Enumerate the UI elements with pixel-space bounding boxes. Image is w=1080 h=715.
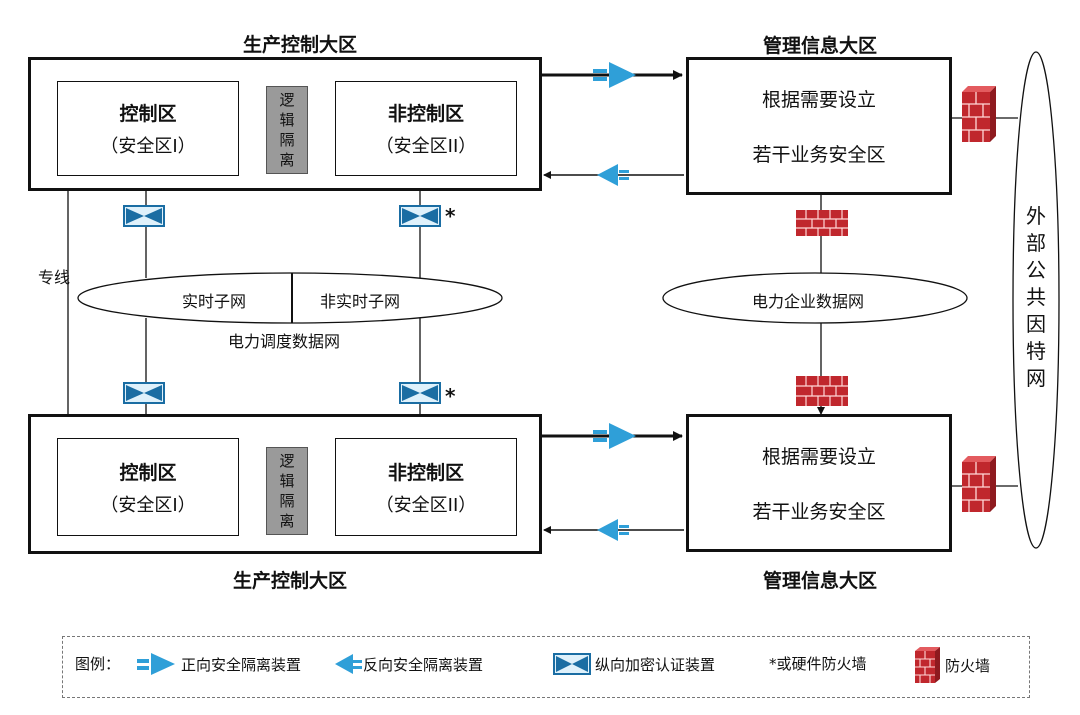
internet-char: 网: [1026, 366, 1046, 390]
internet-ellipse: [1012, 51, 1060, 549]
control-zone-sub: （安全区I）: [100, 136, 196, 157]
firewall-mgmt-top: [796, 210, 848, 236]
legend-title: 图例：: [75, 655, 121, 673]
bottom-production-region-title: 生产控制大区: [232, 570, 347, 592]
isolation-char: 辑: [279, 472, 295, 490]
top-management-region-title: 管理信息大区: [762, 35, 877, 57]
encryption-device-icon: [553, 653, 591, 675]
isolation-char: 逻: [279, 91, 295, 109]
dispatch-network-label: 电力调度数据网: [228, 332, 341, 351]
noncontrol-zone-sub: （安全区II）: [375, 136, 477, 157]
bottom-production-region: 控制区 （安全区I） 逻 辑 隔 离 非控制区 （安全区II）: [28, 414, 542, 554]
isolation-char: 离: [279, 151, 295, 169]
top-production-region-title: 生产控制大区: [242, 34, 357, 56]
isolation-char: 隔: [279, 131, 295, 149]
bottom-management-region-title: 管理信息大区: [762, 570, 877, 592]
internet-char: 特: [1026, 339, 1046, 363]
top-noncontrol-zone: 非控制区 （安全区II）: [335, 81, 517, 176]
noncontrol-zone-name: 非控制区: [387, 103, 464, 125]
firewall-bottom-right: [962, 456, 996, 512]
forward-isolation-device-bottom: [593, 423, 636, 449]
encryption-device-nonctrl-bottom: [399, 382, 441, 404]
top-production-region: 控制区 （安全区I） 逻 辑 隔 离 非控制区 （安全区II）: [28, 57, 542, 191]
encryption-device-nonctrl-top: [399, 205, 441, 227]
internet-label: 外 部 公 共 因 特 网: [1023, 203, 1049, 392]
internet-char: 部: [1026, 231, 1046, 255]
legend-forward-label: 正向安全隔离装置: [181, 655, 302, 674]
realtime-subnet-label: 实时子网: [182, 292, 247, 311]
mgmt-line1: 根据需要设立: [761, 446, 876, 468]
legend-firewall: 防火墙: [913, 645, 990, 685]
firewall-mgmt-bottom: [796, 376, 848, 406]
hardware-firewall-asterisk-bottom: *: [445, 384, 456, 408]
enterprise-network-label: 电力企业数据网: [752, 292, 865, 311]
mgmt-line1: 根据需要设立: [761, 89, 876, 111]
firewall-icon: [915, 647, 940, 683]
top-logical-isolation: 逻 辑 隔 离: [266, 86, 308, 174]
legend-forward: 正向安全隔离装置: [135, 653, 301, 675]
reverse-isolation-icon: [335, 654, 362, 674]
legend-reverse: 反向安全隔离装置: [333, 653, 483, 675]
encryption-device-ctrl-bottom: [123, 382, 165, 404]
control-zone-sub: （安全区I）: [100, 494, 196, 516]
noncontrol-zone-name: 非控制区: [387, 461, 464, 484]
mgmt-line2: 若干业务安全区: [752, 144, 886, 166]
legend-firewall-label: 防火墙: [945, 656, 991, 675]
isolation-char: 辑: [279, 111, 295, 129]
forward-isolation-device-top: [593, 62, 636, 88]
bottom-logical-isolation: 逻 辑 隔 离: [266, 447, 308, 535]
legend-encrypt: 纵向加密认证装置: [553, 653, 715, 675]
reverse-isolation-device-bottom: [597, 519, 629, 541]
isolation-char: 离: [279, 512, 295, 530]
isolation-char: 逻: [279, 452, 295, 470]
internet-char: 共: [1026, 285, 1046, 309]
forward-isolation-icon: [137, 653, 175, 675]
nonrealtime-subnet-label: 非实时子网: [320, 292, 401, 311]
isolation-char: 隔: [279, 492, 295, 510]
firewall-top-right: [962, 86, 996, 142]
internet-char: 公: [1026, 258, 1046, 282]
encryption-device-ctrl-top: [123, 205, 165, 227]
legend-hardware-fw: *或硬件防火墙: [769, 655, 867, 673]
control-zone-name: 控制区: [119, 461, 177, 484]
internet-char: 外: [1026, 204, 1046, 228]
legend-encrypt-label: 纵向加密认证装置: [595, 655, 716, 674]
control-zone-name: 控制区: [119, 103, 177, 125]
legend: 图例： 正向安全隔离装置 反向安全隔离装置 纵向加密认证装置 *或硬: [62, 636, 1030, 698]
bottom-control-zone: 控制区 （安全区I）: [57, 438, 239, 536]
reverse-isolation-device-top: [597, 164, 629, 186]
internet-char: 因: [1026, 312, 1046, 336]
dedicated-line-label: 专线: [38, 268, 71, 287]
bottom-management-region: 根据需要设立 若干业务安全区: [686, 414, 952, 552]
top-management-region: 根据需要设立 若干业务安全区: [686, 57, 952, 195]
noncontrol-zone-sub: （安全区II）: [375, 494, 477, 516]
legend-reverse-label: 反向安全隔离装置: [363, 655, 484, 674]
mgmt-line2: 若干业务安全区: [752, 501, 886, 523]
hardware-firewall-asterisk-top: *: [445, 204, 456, 228]
dispatch-network-ellipse: [77, 272, 503, 324]
enterprise-network-ellipse: [662, 272, 968, 324]
top-control-zone: 控制区 （安全区I）: [57, 81, 239, 176]
bottom-noncontrol-zone: 非控制区 （安全区II）: [335, 438, 517, 536]
